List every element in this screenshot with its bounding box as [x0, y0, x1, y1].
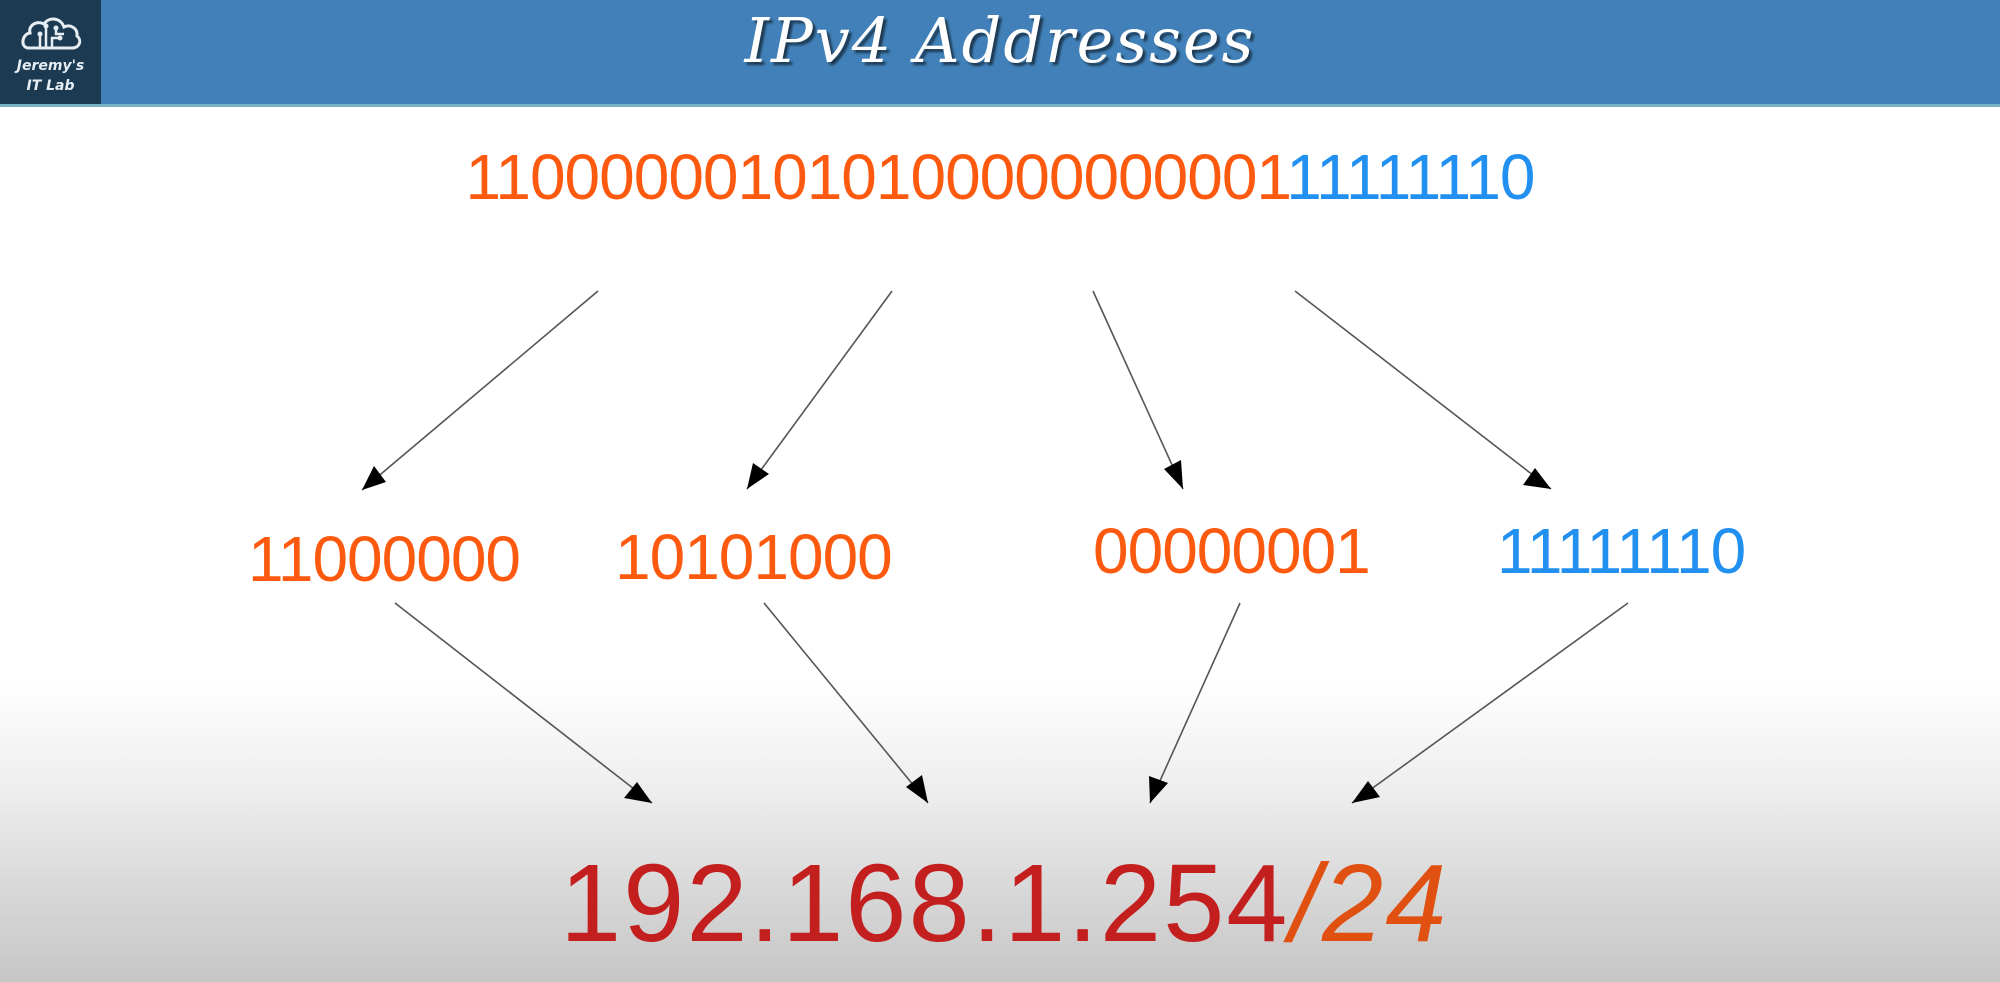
cloud-circuit-icon	[21, 17, 82, 50]
octet-4: 11111110	[1497, 515, 1746, 587]
ip-address: 192.168.1.254	[560, 842, 1290, 965]
octet-1: 11000000	[248, 523, 521, 595]
binary-address: 11000000101010000000000111111110	[0, 140, 2000, 214]
arrowhead	[1352, 781, 1380, 803]
prefix-length: /24	[1289, 842, 1449, 965]
arrowhead	[1164, 460, 1183, 489]
logo-line-2: IT Lab	[26, 78, 75, 94]
dotted-decimal-address: 192.168.1.254/24	[560, 840, 1448, 967]
octet-2: 10101000	[615, 521, 893, 593]
arrowhead	[747, 463, 769, 489]
title-bar: Jeremy's IT Lab IPv4 Addresses	[0, 0, 2000, 107]
arrow	[1294, 290, 1552, 490]
logo: Jeremy's IT Lab	[0, 0, 101, 104]
arrow	[361, 290, 599, 491]
arrow	[746, 290, 893, 490]
logo-line-1: Jeremy's	[16, 58, 85, 74]
arrowhead	[906, 775, 928, 803]
host-bits: 11111110	[1286, 141, 1535, 213]
arrowhead	[1149, 776, 1168, 803]
arrowhead	[362, 466, 386, 490]
arrowhead	[624, 782, 652, 803]
arrowhead	[1523, 468, 1551, 489]
arrow	[1092, 290, 1184, 490]
arrow	[763, 602, 929, 804]
octet-3: 00000001	[1093, 515, 1371, 587]
arrow	[1351, 602, 1629, 804]
arrow	[394, 602, 653, 804]
network-bits: 110000001010100000000001	[465, 141, 1288, 213]
arrow	[1149, 602, 1241, 804]
page-title: IPv4 Addresses	[744, 4, 1256, 77]
